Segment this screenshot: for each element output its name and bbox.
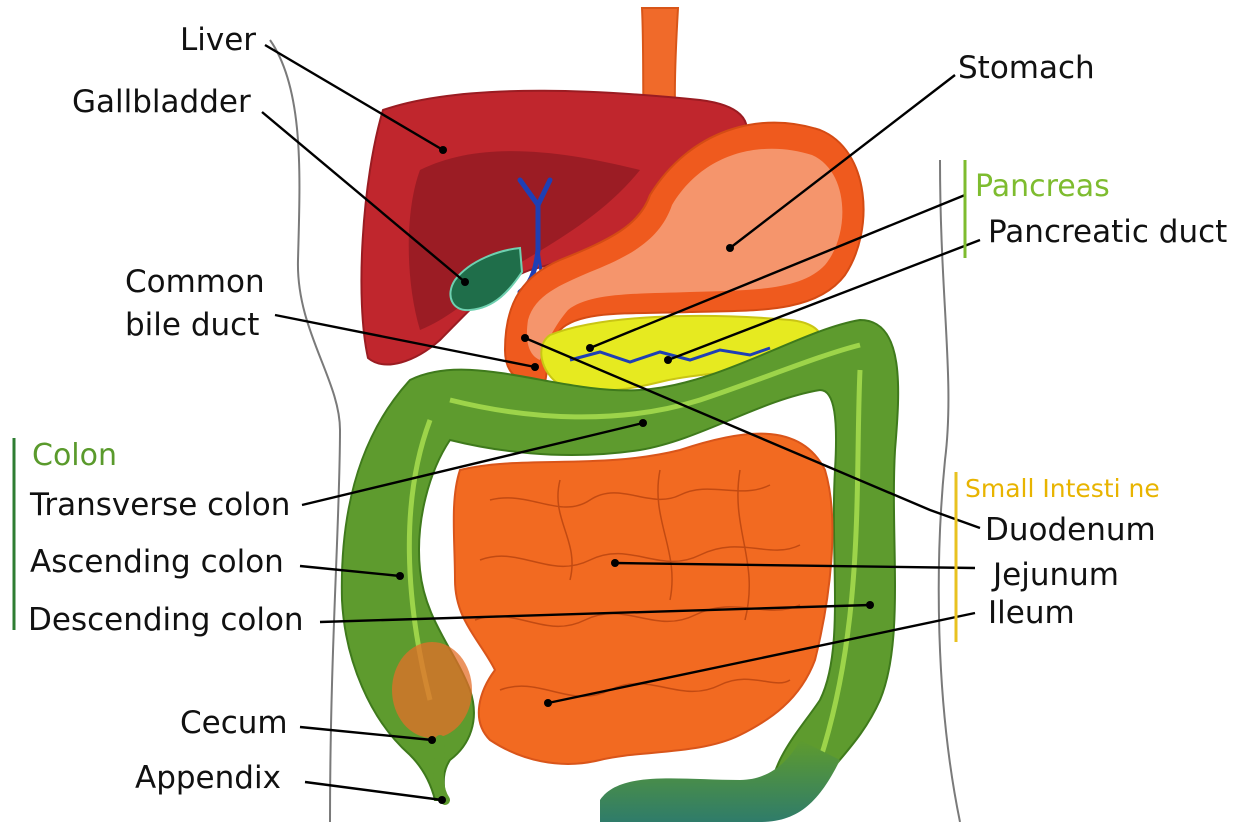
leader-dot-descending-colon: [866, 601, 874, 609]
leader-dot-cecum: [428, 736, 436, 744]
label-pancreas: Pancreas: [975, 169, 1110, 204]
label-liver: Liver: [180, 22, 256, 58]
leader-dot-ascending-colon: [396, 572, 404, 580]
label-common-bile-duct-line2: bile duct: [125, 307, 259, 343]
label-gallbladder: Gallbladder: [72, 84, 251, 120]
label-stomach: Stomach: [958, 50, 1095, 86]
leader-dot-pancreatic-duct: [664, 356, 672, 364]
label-common-bile-duct-line1: Common: [125, 264, 265, 300]
leader-dot-transverse-colon: [639, 419, 647, 427]
label-cecum: Cecum: [180, 705, 288, 741]
label-pancreatic-duct: Pancreatic duct: [988, 214, 1227, 250]
small-intestine: [454, 434, 833, 764]
label-duodenum: Duodenum: [985, 512, 1156, 548]
leader-dot-pancreas: [586, 344, 594, 352]
cecum-shape: [392, 642, 472, 738]
label-appendix: Appendix: [135, 760, 281, 796]
label-jejunum: Jejunum: [991, 557, 1119, 593]
label-ascending-colon: Ascending colon: [30, 544, 284, 580]
leader-dot-liver: [439, 146, 447, 154]
label-colon: Colon: [32, 438, 117, 473]
label-descending-colon: Descending colon: [28, 602, 304, 638]
leader-dot-duodenum: [521, 334, 529, 342]
label-small-intestine: Small Intesti ne: [965, 474, 1160, 503]
leader-dot-ileum: [544, 699, 552, 707]
leader-dot-common-bile-duct: [531, 363, 539, 371]
leader-dot-appendix: [438, 796, 446, 804]
leader-appendix: [305, 782, 442, 800]
small-intestine-body: [454, 434, 833, 764]
leader-dot-jejunum: [611, 559, 619, 567]
label-transverse-colon: Transverse colon: [29, 487, 290, 523]
label-ileum: Ileum: [988, 595, 1075, 631]
leader-dot-stomach: [726, 244, 734, 252]
leader-dot-gallbladder: [461, 278, 469, 286]
